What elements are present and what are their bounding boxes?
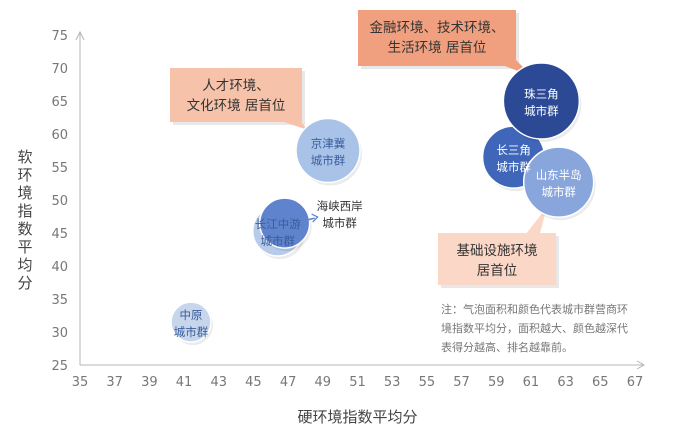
callout-pointer <box>522 207 547 239</box>
x-tick-label: 65 <box>592 375 609 390</box>
bubble-label: 山东半岛 <box>536 168 582 182</box>
callout-text: 文化环境 居首位 <box>187 98 286 114</box>
bubble-label: 城市群 <box>311 154 346 168</box>
bubble-circle <box>502 62 581 140</box>
x-tick-label: 45 <box>245 375 262 390</box>
bubble-label: 城市群 <box>322 216 357 230</box>
x-tick-label: 63 <box>557 375 574 390</box>
x-tick-label: 55 <box>419 375 436 390</box>
leader-arrow <box>302 213 319 223</box>
note-line: 表得分越高、排名越靠前。 <box>441 340 573 354</box>
bubble-label: 长三角 <box>496 143 531 157</box>
y-tick-label: 25 <box>51 359 68 374</box>
callout-text: 金融环境、技术环境、 <box>370 20 505 36</box>
y-tick-label: 70 <box>51 62 68 77</box>
bubble-label: 城市群 <box>496 160 531 174</box>
leader-arrowhead <box>311 213 319 223</box>
x-tick-label: 37 <box>106 375 123 390</box>
bubble <box>258 197 312 252</box>
bubble <box>522 146 596 221</box>
callout-text: 人才环境、 <box>202 78 270 94</box>
axes: 35 37 39 41 43 45 47 49 51 53 55 57 59 61 63 65 67 25 30 35… <box>51 29 646 390</box>
bubble-label: 城市群 <box>174 325 209 339</box>
bubbles: 中原城市群长江中游城市群海峡西岸城市群京津冀城市群长三角城市群珠三角城市群山东半… <box>170 62 596 346</box>
callout-box: 金融环境、技术环境、生活环境 居首位 <box>358 10 533 77</box>
callout-text: 基础设施环境 <box>457 242 538 259</box>
bubble-label: 中原 <box>180 308 203 322</box>
note-line: 境指数平均分，面积越大、颜色越深代 <box>441 321 628 335</box>
bubble-label: 城市群 <box>524 104 559 118</box>
callout-text: 居首位 <box>477 263 518 279</box>
bubble <box>502 62 582 142</box>
bubble-label: 京津冀 <box>311 137 346 151</box>
x-tick-label: 43 <box>210 375 227 390</box>
y-tick-label: 75 <box>51 29 68 44</box>
bubble-circle <box>170 301 212 343</box>
y-tick-label: 50 <box>51 194 68 209</box>
bubble-circle <box>522 146 595 218</box>
y-axis-label: 软环境指数平均分 <box>17 148 32 292</box>
y-tick-label: 30 <box>51 326 68 341</box>
y-tick-label: 35 <box>51 293 68 308</box>
bubble-label: 长江中游 <box>255 217 301 231</box>
bubble-label: 珠三角 <box>524 87 559 101</box>
bubble-label: 城市群 <box>260 234 295 248</box>
y-tick-label: 40 <box>51 260 68 275</box>
callout-rect <box>438 233 556 285</box>
bubble-circle <box>295 117 361 184</box>
x-tick-label: 67 <box>627 375 644 390</box>
x-tick-label: 39 <box>141 375 158 390</box>
x-tick-label: 53 <box>384 375 401 390</box>
bubble-label: 城市群 <box>541 185 576 199</box>
note-line: 注：气泡面积和颜色代表城市群营商环 <box>441 302 628 316</box>
bubble-label: 海峡西岸 <box>317 199 363 213</box>
x-axis-label: 硬环境指数平均分 <box>297 408 417 426</box>
callout-text: 生活环境 居首位 <box>388 40 487 56</box>
x-tick-label: 41 <box>176 375 193 390</box>
bubble <box>295 117 363 186</box>
callout-rect <box>358 10 516 66</box>
bubble-circle <box>258 197 311 249</box>
leader-line <box>302 217 315 222</box>
x-tick-label: 61 <box>523 375 540 390</box>
x-axis-arrow <box>636 360 646 370</box>
x-tick-label: 35 <box>72 375 89 390</box>
x-tick-label: 57 <box>453 375 470 390</box>
callout-box: 人才环境、文化环境 居首位 <box>170 68 308 130</box>
x-tick-label: 51 <box>349 375 366 390</box>
bubble <box>170 301 213 346</box>
y-tick-label: 65 <box>51 95 68 110</box>
y-axis-label-text: 软环境指数平均分 <box>17 148 32 292</box>
y-axis-arrow <box>75 30 85 41</box>
callout-rect <box>170 68 302 122</box>
y-tick-label: 55 <box>51 161 68 176</box>
y-tick-label: 60 <box>51 128 68 143</box>
x-tick-label: 47 <box>280 375 297 390</box>
x-tick-label: 49 <box>315 375 332 390</box>
y-tick-label: 45 <box>51 227 68 242</box>
note: 注：气泡面积和颜色代表城市群营商环境指数平均分，面积越大、颜色越深代表得分越高、… <box>441 302 628 354</box>
x-tick-label: 59 <box>488 375 505 390</box>
